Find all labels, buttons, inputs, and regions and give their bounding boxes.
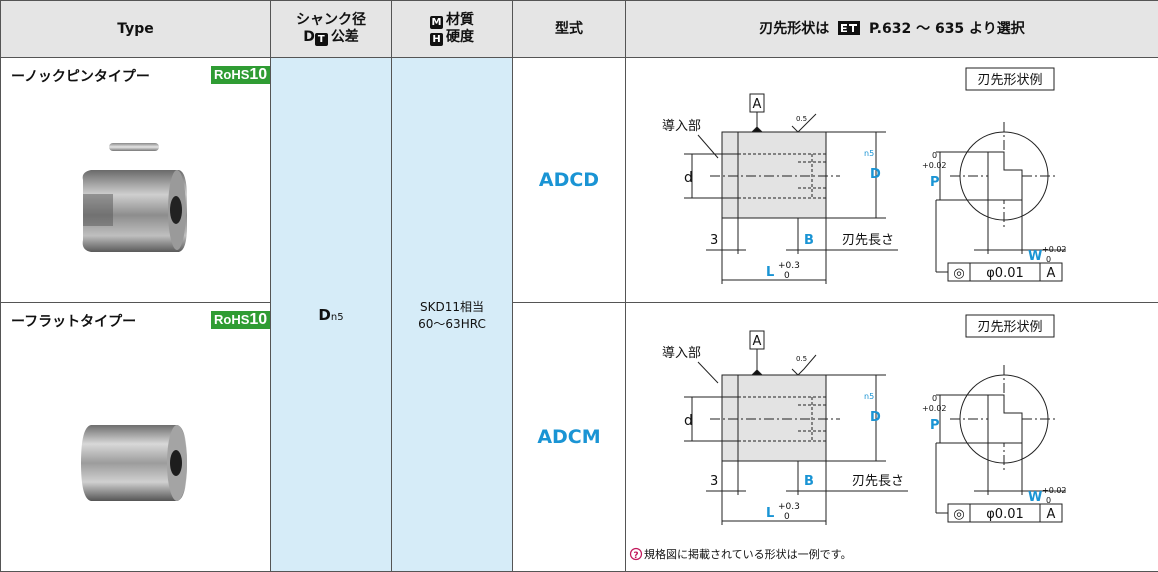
flat-product-image	[1, 363, 269, 563]
tolerance-icon: T	[315, 33, 328, 46]
material-hardness: 60～63HRC	[392, 315, 512, 332]
tolerance-value: φ0.01	[986, 507, 1024, 522]
intro-label: 導入部	[662, 346, 701, 361]
L-label: L	[766, 265, 774, 280]
example-label: 刃先形状例	[977, 73, 1042, 88]
B-label: B	[804, 474, 814, 489]
table-row: ーフラットタイプー RoHS10 ADCM 刃先形状例 導入部	[1, 303, 1158, 572]
dim-3-label: 3	[710, 233, 718, 248]
concentricity-symbol: ◎	[953, 266, 964, 281]
header-tip-text: 刃先形状は	[759, 21, 829, 37]
rohs-text: RoHS	[214, 312, 249, 327]
roughness-label: 0.5	[796, 355, 807, 363]
d-label: d	[684, 413, 693, 429]
rohs-badge: RoHS10	[211, 66, 270, 84]
header-tip-shape: 刃先形状は P.632 ～ 635 より選択	[626, 1, 1158, 58]
W-label: W	[1028, 490, 1042, 505]
blade-length-label: 刃先長さ	[842, 233, 894, 248]
P-label: P	[930, 418, 940, 433]
D-label: D	[870, 167, 881, 182]
type-cell-knock-pin: ーノックピンタイプー RoHS10	[1, 58, 271, 303]
L-tol-lower: 0	[784, 512, 790, 522]
datum-a-label: A	[753, 334, 762, 349]
header-material-label: 材質	[446, 12, 474, 28]
roughness-label: 0.5	[796, 115, 807, 123]
note-text: 規格図に掲載されている形状は一例です。	[644, 547, 852, 561]
P-tol-lower: 0	[932, 151, 937, 160]
rohs-text: RoHS	[214, 67, 249, 82]
knock-pin-product-image	[1, 98, 269, 298]
P-label: P	[930, 175, 940, 190]
D-sub: n5	[864, 392, 874, 401]
W-label: W	[1028, 249, 1042, 264]
diagram-cell-2: 刃先形状例 導入部 A 0.5 d	[626, 303, 1158, 572]
model-adcm: ADCM	[513, 303, 626, 572]
D-label: D	[870, 410, 881, 425]
L-tol-upper: +0.3	[778, 502, 800, 512]
model-adcd: ADCD	[513, 58, 626, 303]
table-row: ーノックピンタイプー RoHS10 Dn5	[1, 58, 1158, 303]
blade-length-label: 刃先長さ	[852, 474, 904, 489]
header-model: 型式	[513, 1, 626, 58]
W-tol-upper: +0.02	[1042, 486, 1067, 495]
L-tol-lower: 0	[784, 271, 790, 281]
shank-cell: Dn5	[271, 58, 392, 572]
rohs-badge: RoHS10	[211, 311, 270, 329]
dim-3-label: 3	[710, 474, 718, 489]
header-type: Type	[1, 1, 271, 58]
dimension-drawing-adcm: 刃先形状例 導入部 A 0.5 d	[626, 303, 1158, 571]
tolerance-datum: A	[1047, 266, 1056, 281]
catalog-ref-icon	[838, 21, 860, 35]
L-label: L	[766, 506, 774, 521]
dimension-drawing-adcd: 刃先形状例 導入部 A 0.5 d	[626, 58, 1158, 302]
svg-text:?: ?	[633, 551, 638, 561]
material-cell: SKD11相当 60～63HRC	[392, 58, 513, 572]
intro-label: 導入部	[662, 119, 701, 134]
hardness-icon: H	[430, 33, 443, 46]
tolerance-value: φ0.01	[986, 266, 1024, 281]
note: ? 規格図に掲載されている形状は一例です。	[631, 547, 852, 561]
d-label: d	[684, 170, 693, 186]
P-tol-lower: 0	[932, 394, 937, 403]
P-tol-upper: +0.02	[922, 161, 947, 170]
material-name: SKD11相当	[392, 298, 512, 315]
W-tol-upper: +0.02	[1042, 245, 1067, 254]
header-shank-tol: 公差	[331, 29, 359, 45]
type-cell-flat: ーフラットタイプー RoHS10	[1, 303, 271, 572]
D-sub: n5	[864, 149, 874, 158]
diagram-cell-1: 刃先形状例 導入部 A 0.5 d	[626, 58, 1158, 303]
concentricity-symbol: ◎	[953, 507, 964, 522]
type-name: ーノックピンタイプー	[11, 66, 150, 86]
P-tol-upper: +0.02	[922, 404, 947, 413]
header-hardness-label: 硬度	[446, 29, 474, 45]
rohs-number: 10	[249, 66, 267, 83]
tolerance-datum: A	[1047, 507, 1056, 522]
shank-sub: n5	[331, 312, 344, 323]
material-icon: M	[430, 16, 443, 29]
shank-d: D	[318, 306, 330, 324]
header-tip-ref: P.632 ～ 635 より選択	[869, 21, 1025, 37]
datum-a-label: A	[753, 97, 762, 112]
B-label: B	[804, 233, 814, 248]
header-shank-line1: シャンク径	[271, 12, 391, 29]
type-name: ーフラットタイプー	[11, 311, 136, 331]
example-label: 刃先形状例	[977, 320, 1042, 335]
header-shank-d: D	[303, 29, 315, 45]
rohs-number: 10	[249, 311, 267, 328]
L-tol-upper: +0.3	[778, 261, 800, 271]
